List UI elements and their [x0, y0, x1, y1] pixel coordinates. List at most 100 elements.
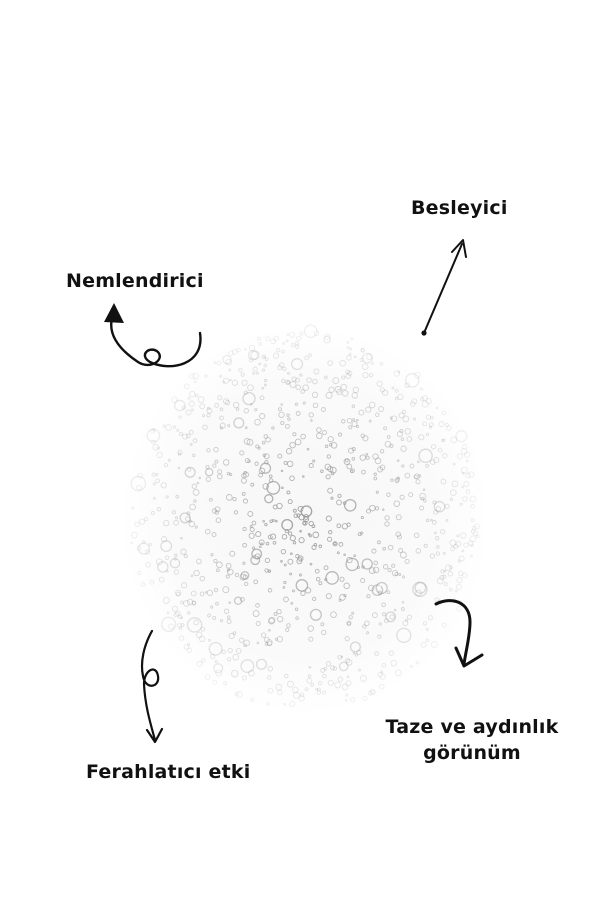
droplet: [425, 638, 430, 643]
droplet-highlight: [412, 399, 415, 402]
droplet: [149, 579, 155, 585]
droplet: [180, 623, 185, 627]
droplet: [274, 519, 278, 523]
droplet: [326, 454, 331, 459]
droplet: [444, 503, 450, 509]
droplet: [219, 407, 224, 412]
droplet: [361, 363, 369, 371]
droplet: [254, 408, 258, 412]
droplet: [463, 542, 469, 548]
droplet: [364, 620, 370, 627]
droplet: [277, 407, 283, 412]
droplet: [181, 405, 186, 410]
droplet-highlight: [341, 361, 343, 363]
droplet: [287, 371, 290, 375]
droplet: [402, 620, 409, 626]
droplet: [197, 396, 205, 403]
droplet: [455, 541, 462, 548]
droplet: [373, 472, 377, 476]
droplet: [252, 372, 255, 375]
droplet: [235, 691, 243, 699]
droplet-highlight: [224, 379, 226, 381]
droplet: [361, 469, 366, 475]
droplet: [311, 391, 319, 399]
droplet: [386, 492, 391, 497]
droplet-highlight: [370, 506, 373, 508]
droplet: [259, 413, 266, 420]
droplet-highlight: [378, 468, 380, 470]
droplet: [196, 558, 202, 565]
droplet: [442, 452, 448, 459]
droplet: [449, 497, 454, 501]
droplet: [250, 402, 253, 406]
droplet: [222, 586, 230, 594]
droplet: [308, 534, 312, 538]
droplet: [334, 386, 342, 393]
droplet: [401, 409, 407, 415]
droplet: [339, 576, 345, 582]
droplet: [329, 466, 337, 474]
droplet: [341, 419, 346, 424]
droplet: [327, 536, 333, 542]
droplet: [440, 529, 446, 535]
droplet: [191, 483, 197, 489]
droplet-highlight: [224, 587, 226, 590]
droplet-highlight: [269, 484, 273, 488]
droplet: [241, 379, 248, 386]
droplet: [368, 401, 376, 409]
droplet: [285, 627, 290, 633]
droplet: [276, 348, 281, 353]
droplet-highlight: [415, 585, 420, 589]
droplet: [233, 510, 239, 515]
droplet-highlight: [328, 467, 330, 469]
droplet-highlight: [326, 465, 328, 467]
droplet: [264, 523, 268, 527]
droplet: [263, 355, 266, 359]
droplet: [194, 380, 197, 383]
droplet: [349, 347, 352, 351]
droplet: [247, 510, 254, 517]
droplet: [232, 653, 240, 661]
droplet: [202, 424, 208, 430]
droplet: [206, 406, 211, 411]
droplet: [396, 459, 400, 462]
droplet: [437, 447, 443, 453]
droplet: [208, 638, 211, 642]
droplet: [365, 406, 372, 413]
droplet: [368, 419, 372, 423]
droplet: [282, 366, 287, 372]
droplet-highlight: [461, 533, 463, 536]
droplet: [150, 428, 155, 434]
droplet: [260, 632, 267, 638]
droplet: [346, 417, 353, 424]
droplet: [367, 690, 373, 696]
droplet: [318, 544, 323, 549]
droplet: [225, 574, 230, 579]
droplet: [463, 451, 471, 458]
droplet: [295, 384, 301, 391]
droplet-highlight: [464, 482, 467, 484]
droplet: [230, 669, 239, 678]
droplet: [163, 519, 170, 527]
droplet: [155, 473, 159, 476]
droplet: [379, 361, 384, 366]
droplet: [241, 491, 246, 496]
droplet: [229, 550, 236, 557]
droplet: [442, 551, 446, 555]
droplet: [193, 569, 200, 577]
droplet: [292, 508, 297, 513]
droplet: [348, 615, 353, 620]
droplet: [346, 621, 352, 626]
label-taze-line2: görünüm: [423, 742, 521, 764]
droplet: [252, 610, 260, 618]
droplet: [204, 467, 214, 477]
droplet: [219, 374, 223, 378]
droplet: [146, 428, 161, 443]
droplet: [322, 430, 327, 436]
droplet: [213, 558, 218, 564]
droplet: [334, 681, 341, 689]
droplet: [284, 423, 290, 429]
droplet: [155, 558, 163, 566]
droplet: [351, 611, 355, 615]
